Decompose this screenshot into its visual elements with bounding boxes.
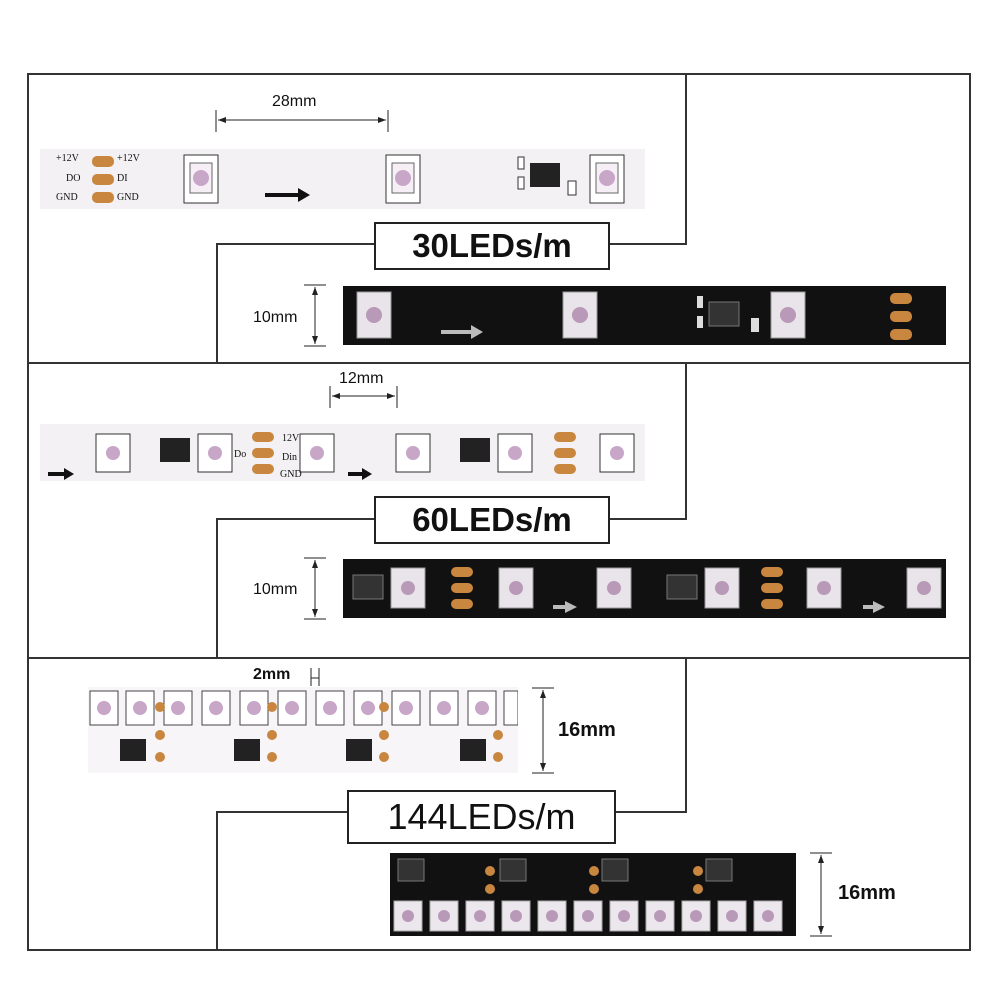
spacing-dimension-144 [310,668,320,686]
connector-2-vert-left [216,518,218,659]
density-label-144: 144LEDs/m [347,790,616,844]
pad-label-right-gnd: GND [117,192,139,203]
frame-right [969,73,971,951]
frame-left [27,73,29,951]
led-strip-black-144 [390,853,796,936]
led-chip [183,154,219,204]
connector-1-vert-left [216,243,218,364]
strip-white-144-art [89,690,519,762]
width-dimension-144-bottom [810,852,832,937]
spacing-dimension-30 [215,110,389,132]
connector-2-vert-right [685,362,687,520]
strip-black-30-art [356,291,912,340]
pad-label-left-gnd: GND [56,192,78,203]
led-strip-white-60 [40,424,645,481]
width-label-30: 10mm [253,309,298,326]
connector-1-vert-right [685,73,687,245]
width-label-144-bottom: 16mm [838,882,896,904]
spacing-dimension-60 [329,386,398,408]
spacing-label-144: 2mm [253,666,291,683]
connector-3-vert-left [216,811,218,951]
strip-black-144-art [393,858,783,932]
pad-label-left-do: DO [66,173,81,184]
spacing-label-30: 28mm [272,93,317,110]
led-strip-white-30 [40,149,645,209]
led-strip-white-144 [88,687,519,773]
strip-black-60-art [352,567,942,613]
led-strip-black-60 [343,559,946,618]
width-dimension-60 [304,557,326,620]
pad-label-60-din: Din [282,452,297,463]
divider-2 [27,657,971,659]
pad-label-left-12v: +12V [56,153,79,164]
pad-label-right-12v: +12V [117,153,140,164]
connector-3-vert-right [685,657,687,813]
density-label-60: 60LEDs/m [374,496,610,544]
width-label-144-top: 16mm [558,719,616,741]
frame-top [27,73,971,75]
width-dimension-30 [304,284,326,347]
strip-white-60-art [48,432,635,480]
divider-1 [27,362,971,364]
density-label-30: 30LEDs/m [374,222,610,270]
pad-label-60-12v: 12V [282,433,300,444]
pad-label-60-do: Do [234,449,247,460]
frame-bottom [27,949,971,951]
led-strip-black-30 [343,286,946,345]
pad-label-right-di: DI [117,173,128,184]
width-label-60: 10mm [253,581,298,598]
pad-label-60-gnd: GND [280,469,302,480]
strip-white-30-art [92,154,625,204]
width-dimension-144-top [532,687,554,774]
spacing-label-60: 12mm [339,370,384,387]
